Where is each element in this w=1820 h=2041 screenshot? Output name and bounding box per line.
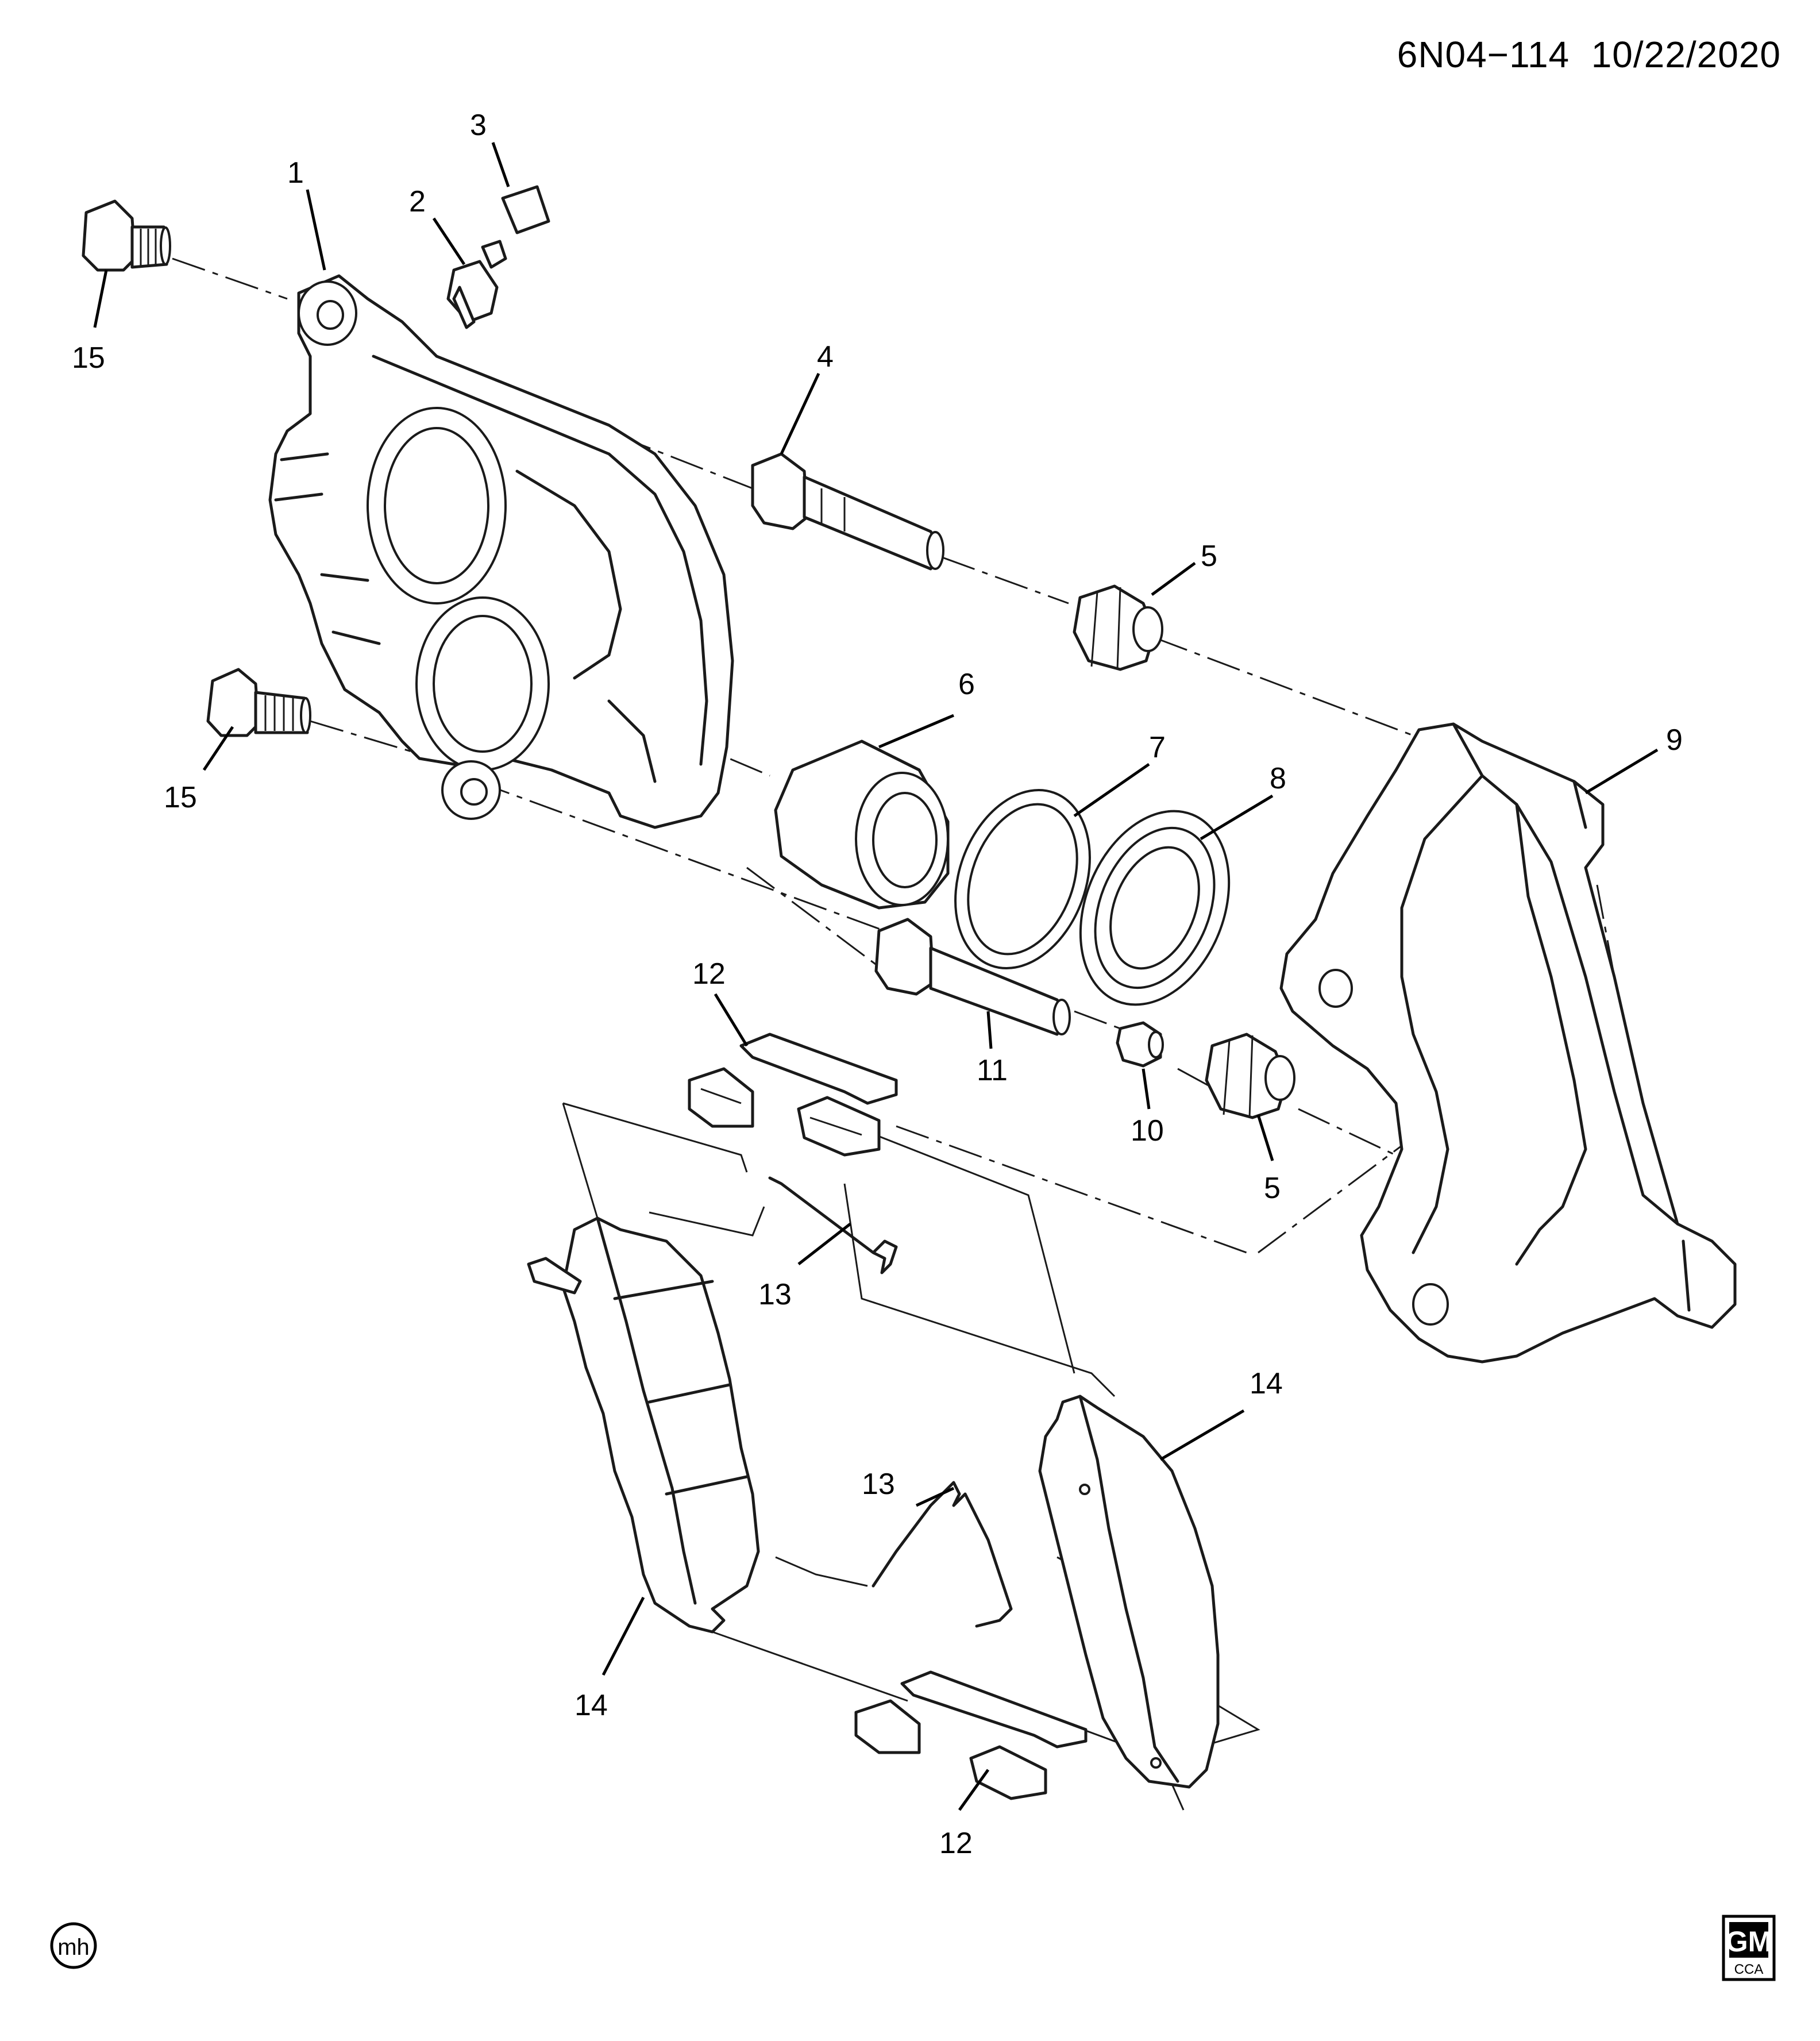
pin-bushing bbox=[1116, 1021, 1164, 1068]
callout-14-outer: 14 bbox=[1250, 1367, 1283, 1400]
anti-rattle-spring-lower bbox=[872, 1481, 1013, 1628]
pin-boot-lower bbox=[1205, 1033, 1295, 1119]
gm-logo: GM CCA bbox=[1722, 1915, 1776, 1981]
gm-logo-subtext: CCA bbox=[1734, 1962, 1764, 1977]
callout-10: 10 bbox=[1131, 1114, 1164, 1147]
callout-5-upper: 5 bbox=[1201, 540, 1217, 573]
diagram-header: 6N04−114 10/22/2020 bbox=[1397, 33, 1781, 76]
abutment-clip-lower bbox=[854, 1670, 1088, 1800]
bolt-upper bbox=[82, 199, 171, 272]
brake-pad-inner bbox=[527, 1216, 760, 1634]
callout-3: 3 bbox=[470, 109, 487, 142]
bolt-lower bbox=[206, 668, 311, 737]
callout-13-upper: 13 bbox=[758, 1278, 792, 1311]
callout-9: 9 bbox=[1666, 723, 1683, 757]
callout-6: 6 bbox=[958, 668, 975, 701]
callout-12-lower: 12 bbox=[939, 1827, 973, 1860]
callout-15-upper: 15 bbox=[72, 341, 105, 375]
brake-pad-outer bbox=[1038, 1395, 1220, 1789]
callout-8: 8 bbox=[1270, 762, 1286, 795]
callout-4: 4 bbox=[817, 340, 834, 373]
diagram-date: 10/22/2020 bbox=[1591, 34, 1781, 75]
bleeder-cap bbox=[501, 185, 550, 234]
callout-7: 7 bbox=[1149, 731, 1166, 764]
callouts: 1 2 3 4 5 6 7 8 9 10 11 5 12 12 13 13 14… bbox=[72, 109, 1683, 1860]
bleeder-screw bbox=[446, 240, 507, 329]
abutment-clip-upper bbox=[688, 1033, 898, 1157]
pin-boot-upper bbox=[1073, 584, 1163, 671]
guide-pin-upper bbox=[751, 452, 944, 571]
gm-logo-text: GM bbox=[1726, 1926, 1772, 1958]
caliper-housing bbox=[268, 274, 734, 829]
callout-1: 1 bbox=[287, 156, 304, 190]
callout-5-lower: 5 bbox=[1264, 1172, 1281, 1205]
piston-seal bbox=[954, 789, 1091, 969]
callout-13-lower: 13 bbox=[862, 1468, 895, 1501]
caliper-piston bbox=[774, 740, 950, 910]
piston-dust-boot bbox=[1079, 810, 1231, 1006]
artist-initials: mh bbox=[57, 1935, 90, 1960]
callout-14-inner: 14 bbox=[574, 1689, 608, 1722]
callout-15-lower: 15 bbox=[164, 781, 197, 814]
diagram-id: 6N04−114 bbox=[1397, 34, 1570, 75]
guide-pin-lower bbox=[874, 918, 1071, 1036]
anti-rattle-spring-upper bbox=[768, 1176, 898, 1274]
artist-initials-badge: mh bbox=[50, 1922, 97, 1969]
callout-11: 11 bbox=[977, 1054, 1008, 1087]
callout-12-upper: 12 bbox=[692, 957, 726, 991]
leader-lines bbox=[93, 142, 1659, 1811]
callout-2: 2 bbox=[409, 185, 426, 218]
caliper-bracket bbox=[1279, 722, 1737, 1364]
